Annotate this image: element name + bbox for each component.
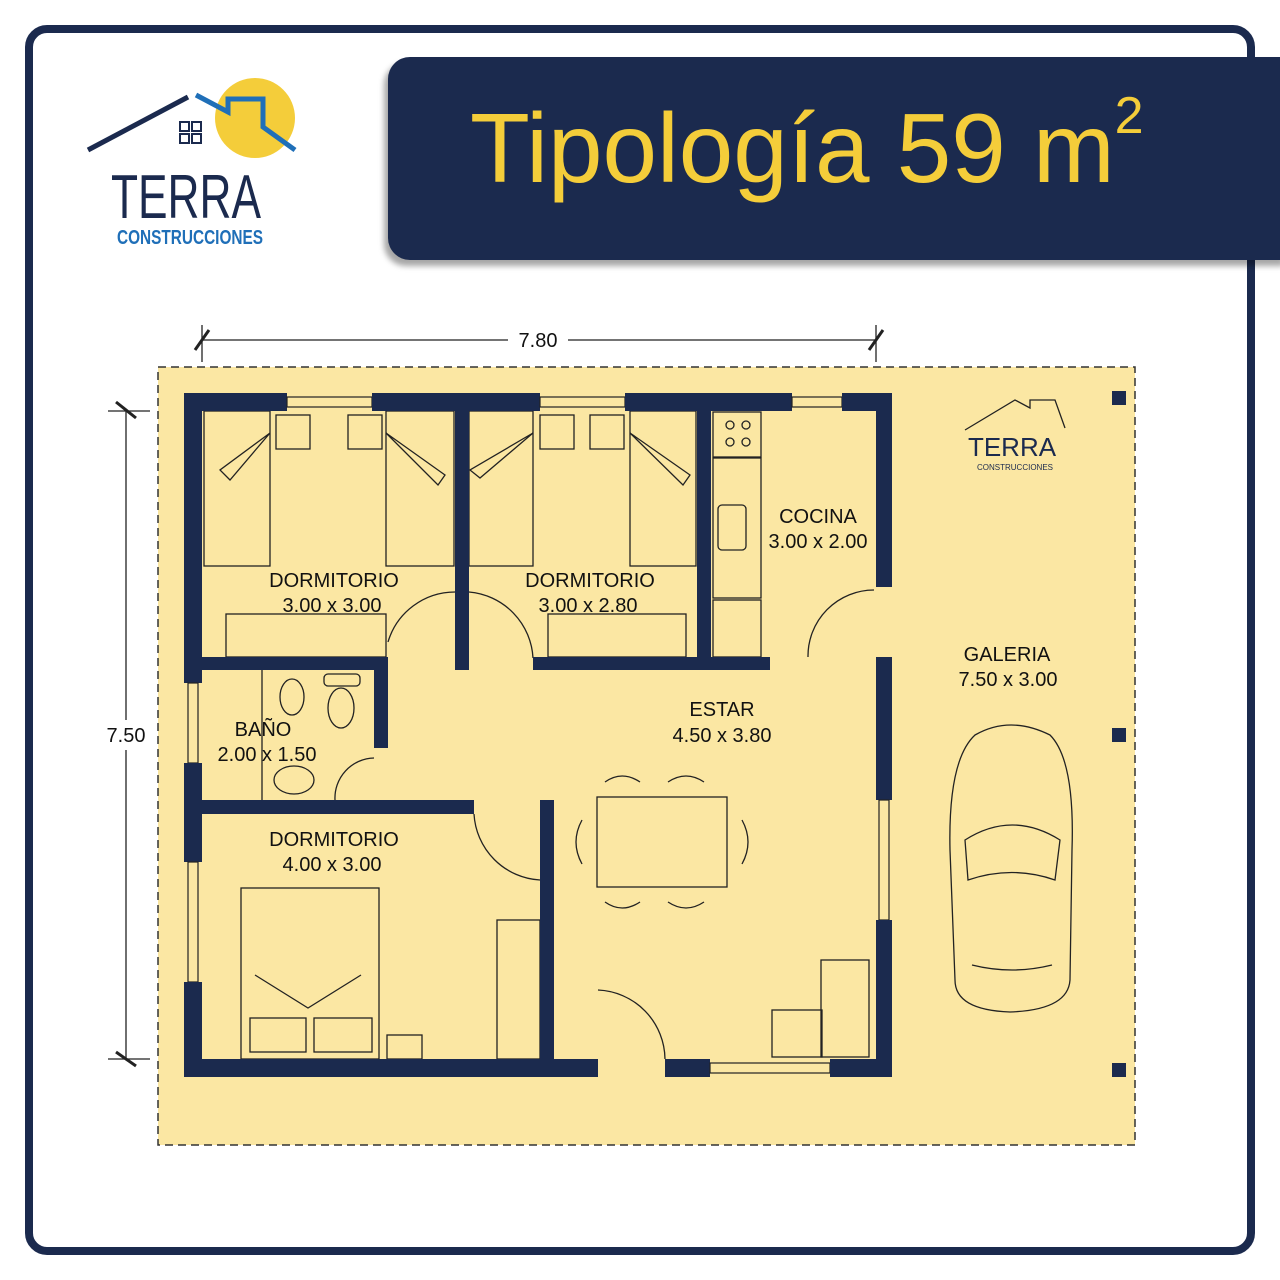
- room-name: GALERIA: [964, 644, 1051, 666]
- plan-logo-name: TERRA: [968, 432, 1057, 462]
- room-name: COCINA: [779, 506, 857, 528]
- room-size: 4.50 x 3.80: [673, 725, 772, 747]
- logo-subtitle: CONSTRUCCIONES: [117, 227, 263, 249]
- plan-logo-subtitle: CONSTRUCCIONES: [977, 463, 1053, 472]
- room-size: 3.00 x 3.00: [283, 595, 382, 617]
- dimension-height-label: 7.50: [107, 725, 146, 747]
- room-name: DORMITORIO: [269, 829, 399, 851]
- room-name: BAÑO: [235, 717, 292, 741]
- dimension-width: [193, 325, 885, 362]
- page-frame: [25, 25, 1255, 1255]
- title-text: Tipología 59 m: [470, 93, 1115, 203]
- post: [1112, 391, 1126, 405]
- room-size: 2.00 x 1.50: [218, 744, 317, 766]
- dimension-width-label: 7.80: [519, 330, 558, 352]
- room-size: 4.00 x 3.00: [283, 854, 382, 876]
- room-size: 3.00 x 2.80: [539, 595, 638, 617]
- room-size: 7.50 x 3.00: [959, 669, 1058, 691]
- title-banner: [388, 57, 1280, 260]
- room-name: DORMITORIO: [269, 570, 399, 592]
- walls: [184, 393, 892, 1077]
- page-title: Tipología 59 m2: [470, 87, 1144, 205]
- terra-logo: TERRA CONSTRUCCIONES: [86, 78, 297, 249]
- title-superscript: 2: [1114, 87, 1144, 145]
- room-name: DORMITORIO: [525, 570, 655, 592]
- logo-name: TERRA: [111, 163, 261, 232]
- room-name: ESTAR: [689, 699, 754, 721]
- dimension-height: [108, 400, 150, 1068]
- post: [1112, 728, 1126, 742]
- post: [1112, 1063, 1126, 1077]
- room-size: 3.00 x 2.00: [769, 531, 868, 553]
